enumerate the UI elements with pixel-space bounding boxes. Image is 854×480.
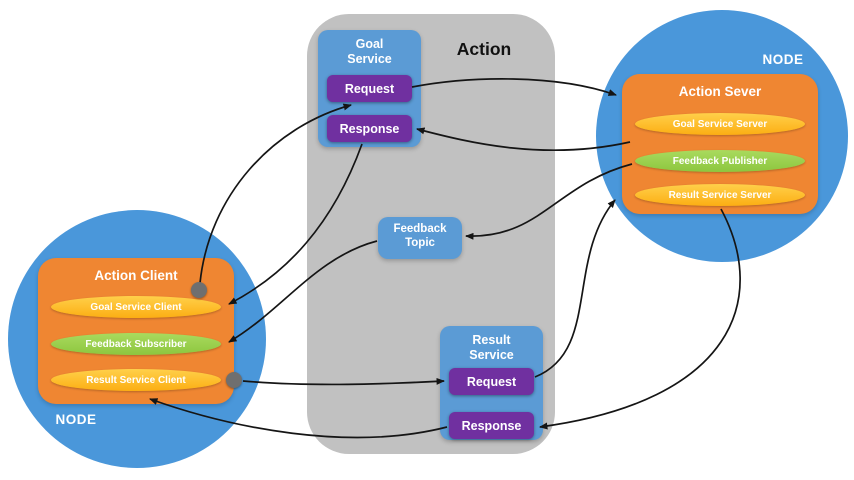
result-service-server-pill: Result Service Server — [635, 184, 805, 206]
feedback-topic-title: Feedback Topic — [393, 223, 447, 250]
result-response-button: Response — [449, 412, 534, 439]
node-label-left: NODE — [55, 412, 97, 427]
goal-service-server-pill: Goal Service Server — [635, 113, 805, 135]
result-service-client-pill: Result Service Client — [51, 369, 221, 391]
action-title: Action — [456, 39, 512, 59]
node-label-right: NODE — [762, 52, 804, 67]
goal-service-client-pill: Goal Service Client — [51, 296, 221, 318]
result-service-title: Result Service — [469, 333, 514, 362]
action-server-title: Action Sever — [678, 84, 762, 99]
action-server-box: Action Sever Goal Service Server Feedbac… — [622, 74, 818, 214]
result-request-button: Request — [449, 368, 534, 395]
result-service-box: Result Service Request Response — [440, 326, 543, 440]
result-connector-dot — [226, 372, 242, 388]
feedback-topic-box: Feedback Topic — [378, 217, 462, 259]
action-client-title: Action Client — [94, 268, 178, 283]
feedback-subscriber-pill: Feedback Subscriber — [51, 333, 221, 355]
goal-service-box: Goal Service Request Response — [318, 30, 421, 147]
goal-service-title: Goal Service — [347, 37, 392, 66]
goal-request-button: Request — [327, 75, 412, 102]
goal-connector-dot — [191, 282, 207, 298]
action-client-box: Action Client Goal Service Client Feedba… — [38, 258, 234, 404]
feedback-publisher-pill: Feedback Publisher — [635, 150, 805, 172]
goal-response-button: Response — [327, 115, 412, 142]
